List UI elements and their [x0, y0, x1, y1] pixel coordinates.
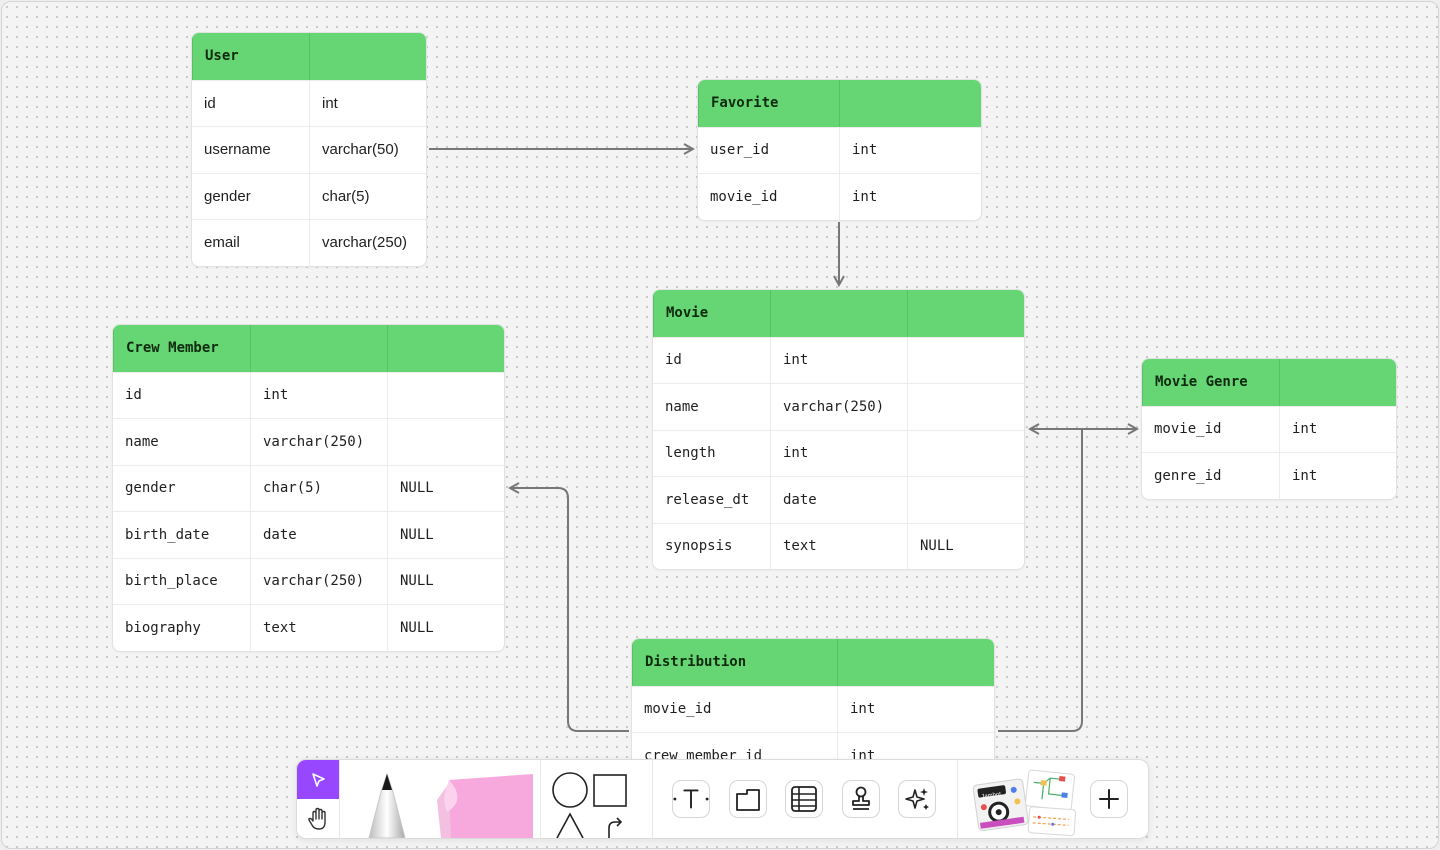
section-icon — [736, 789, 760, 811]
templates-icon: Jambot — [972, 769, 1077, 837]
plus-icon — [1099, 789, 1119, 809]
field-null[interactable] — [907, 384, 1024, 430]
field-type[interactable]: int — [770, 430, 907, 476]
field-null[interactable]: NULL — [387, 512, 504, 558]
sticky-note-tool[interactable] — [427, 760, 537, 838]
field-type[interactable]: varchar(250) — [250, 419, 387, 465]
templates-badge: Jambot — [981, 792, 1002, 801]
field-type[interactable]: int — [839, 174, 981, 220]
field-type[interactable]: int — [1279, 406, 1396, 452]
stamp-icon — [852, 786, 870, 810]
field-null[interactable]: NULL — [387, 465, 504, 511]
table-icon — [791, 786, 817, 812]
pen-tool[interactable] — [357, 760, 417, 838]
table-title: Distribution — [632, 639, 837, 686]
field-type[interactable]: int — [770, 337, 907, 383]
field-type[interactable]: varchar(250) — [309, 220, 426, 266]
table-title: Crew Member — [113, 325, 250, 372]
field-type[interactable]: date — [770, 477, 907, 523]
connector-distribution-crew — [510, 488, 629, 732]
field-null[interactable] — [907, 337, 1024, 383]
ai-tool[interactable] — [898, 780, 936, 818]
shape-tool[interactable] — [547, 760, 637, 838]
text-icon — [673, 789, 709, 809]
field-null[interactable] — [907, 477, 1024, 523]
field-name[interactable]: user_id — [710, 142, 770, 159]
field-null[interactable]: NULL — [907, 523, 1024, 569]
field-name[interactable]: id — [125, 387, 142, 404]
field-name[interactable]: username — [204, 141, 271, 159]
field-name[interactable]: id — [665, 352, 682, 369]
field-type[interactable]: char(5) — [309, 173, 426, 219]
field-type[interactable]: int — [309, 80, 426, 126]
field-type[interactable]: varchar(50) — [309, 127, 426, 173]
templates-tool[interactable]: Jambot — [969, 760, 1084, 838]
field-name[interactable]: birth_place — [125, 573, 218, 590]
table-tool[interactable] — [785, 780, 823, 818]
field-type[interactable]: varchar(250) — [770, 384, 907, 430]
field-name[interactable]: name — [125, 433, 159, 450]
field-null[interactable] — [387, 419, 504, 465]
field-name[interactable]: length — [665, 445, 716, 462]
field-name[interactable]: movie_id — [710, 188, 778, 205]
cursor-icon — [312, 773, 325, 787]
field-name[interactable]: gender — [125, 480, 176, 497]
field-null[interactable] — [387, 372, 504, 418]
field-null[interactable] — [907, 430, 1024, 476]
table-title: Movie — [653, 290, 770, 337]
field-type[interactable]: text — [770, 523, 907, 569]
table-title: User — [192, 33, 309, 80]
table-movie[interactable]: Movie id int name varchar(250) length int r… — [652, 289, 1025, 570]
field-name[interactable]: movie_id — [1154, 421, 1222, 438]
hand-tool[interactable] — [297, 799, 339, 838]
field-name[interactable]: release_dt — [665, 491, 750, 508]
sticky-note-icon — [437, 774, 533, 838]
field-null[interactable]: NULL — [387, 558, 504, 604]
field-null[interactable]: NULL — [387, 605, 504, 651]
field-type[interactable]: int — [839, 127, 981, 173]
field-name[interactable]: genre_id — [1154, 467, 1222, 484]
table-title: Movie Genre — [1142, 359, 1279, 406]
field-type[interactable]: varchar(250) — [250, 558, 387, 604]
field-type[interactable]: date — [250, 512, 387, 558]
field-name[interactable]: biography — [125, 619, 201, 636]
field-name[interactable]: synopsis — [665, 538, 733, 555]
table-crew-member[interactable]: Crew Member id int name varchar(250) gende… — [112, 324, 505, 652]
pencil-icon — [368, 772, 406, 838]
field-type[interactable]: int — [250, 372, 387, 418]
more-tool[interactable] — [1090, 780, 1128, 818]
shapes-icon — [552, 772, 627, 838]
table-title: Favorite — [698, 80, 839, 127]
hand-icon — [308, 807, 326, 830]
field-name[interactable]: birth_date — [125, 526, 210, 543]
field-type[interactable]: int — [837, 686, 994, 732]
select-tool[interactable] — [297, 760, 339, 799]
stamp-tool[interactable] — [842, 780, 880, 818]
field-type[interactable]: text — [250, 605, 387, 651]
field-type[interactable]: int — [1279, 453, 1396, 499]
field-name[interactable]: name — [665, 398, 699, 415]
text-tool[interactable] — [672, 780, 710, 818]
table-user[interactable]: User id int username varchar(50) gender cha… — [191, 32, 427, 267]
bottom-toolbar: Jambot — [296, 759, 1149, 839]
sparkle-icon — [905, 788, 929, 810]
field-name[interactable]: gender — [204, 187, 251, 205]
field-name[interactable]: email — [204, 234, 240, 252]
field-name[interactable]: id — [204, 94, 216, 112]
field-name[interactable]: movie_id — [644, 701, 712, 718]
field-type[interactable]: char(5) — [250, 465, 387, 511]
section-tool[interactable] — [729, 780, 767, 818]
